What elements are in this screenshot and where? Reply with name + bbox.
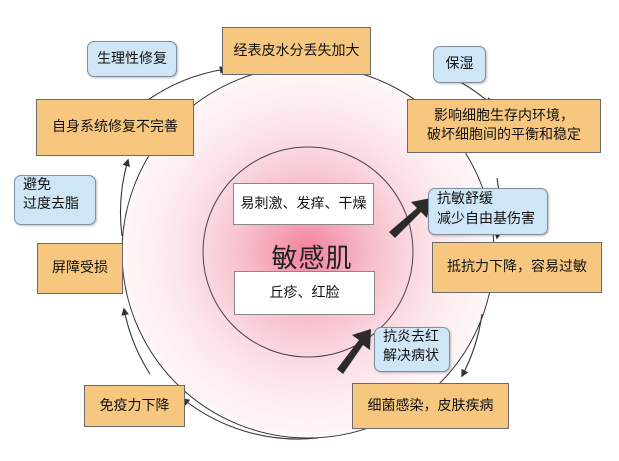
callout-physiological-repair: 生理性修复	[87, 41, 177, 77]
anti-inflammatory-arrow-icon	[337, 329, 371, 374]
cycle-arrow-3	[461, 313, 483, 378]
symptoms-top-box: 易刺激、发痒、干燥	[233, 183, 374, 225]
callout-moisturize: 保湿	[433, 46, 486, 83]
callout-anti-inflammatory: 抗炎去红解决病状	[374, 327, 450, 372]
step-immunity-decline: 免疫力下降	[84, 385, 185, 427]
cycle-arrow-6	[119, 158, 130, 237]
anti-sensitive-arrow-icon	[389, 198, 431, 238]
cycle-arrow-5	[121, 307, 151, 375]
symptoms-bottom-box: 丘疹、红脸	[234, 271, 375, 315]
step-water-loss: 经表皮水分丢失加大	[222, 27, 371, 75]
step-barrier-damage: 屏障受损	[37, 243, 123, 294]
step-cell-environment: 影响细胞生存内环境，破坏细胞间的平衡和稳定	[407, 99, 601, 153]
cycle-arrow-7	[144, 66, 228, 103]
center-title: 敏感肌	[271, 244, 353, 274]
step-self-repair-incomplete: 自身系统修复不完善	[36, 99, 194, 156]
callout-anti-sensitive: 抗敏舒缓减少自由基伤害	[428, 188, 548, 235]
cycle-arrow-4	[181, 398, 319, 440]
step-bacterial-infection: 细菌感染，皮肤疾病	[352, 383, 509, 429]
inner-circle	[202, 146, 414, 358]
step-resistance-decline: 抵抗力下降，容易过敏	[432, 242, 602, 293]
callout-avoid-degreasing: 避免过度去脂	[14, 175, 96, 225]
